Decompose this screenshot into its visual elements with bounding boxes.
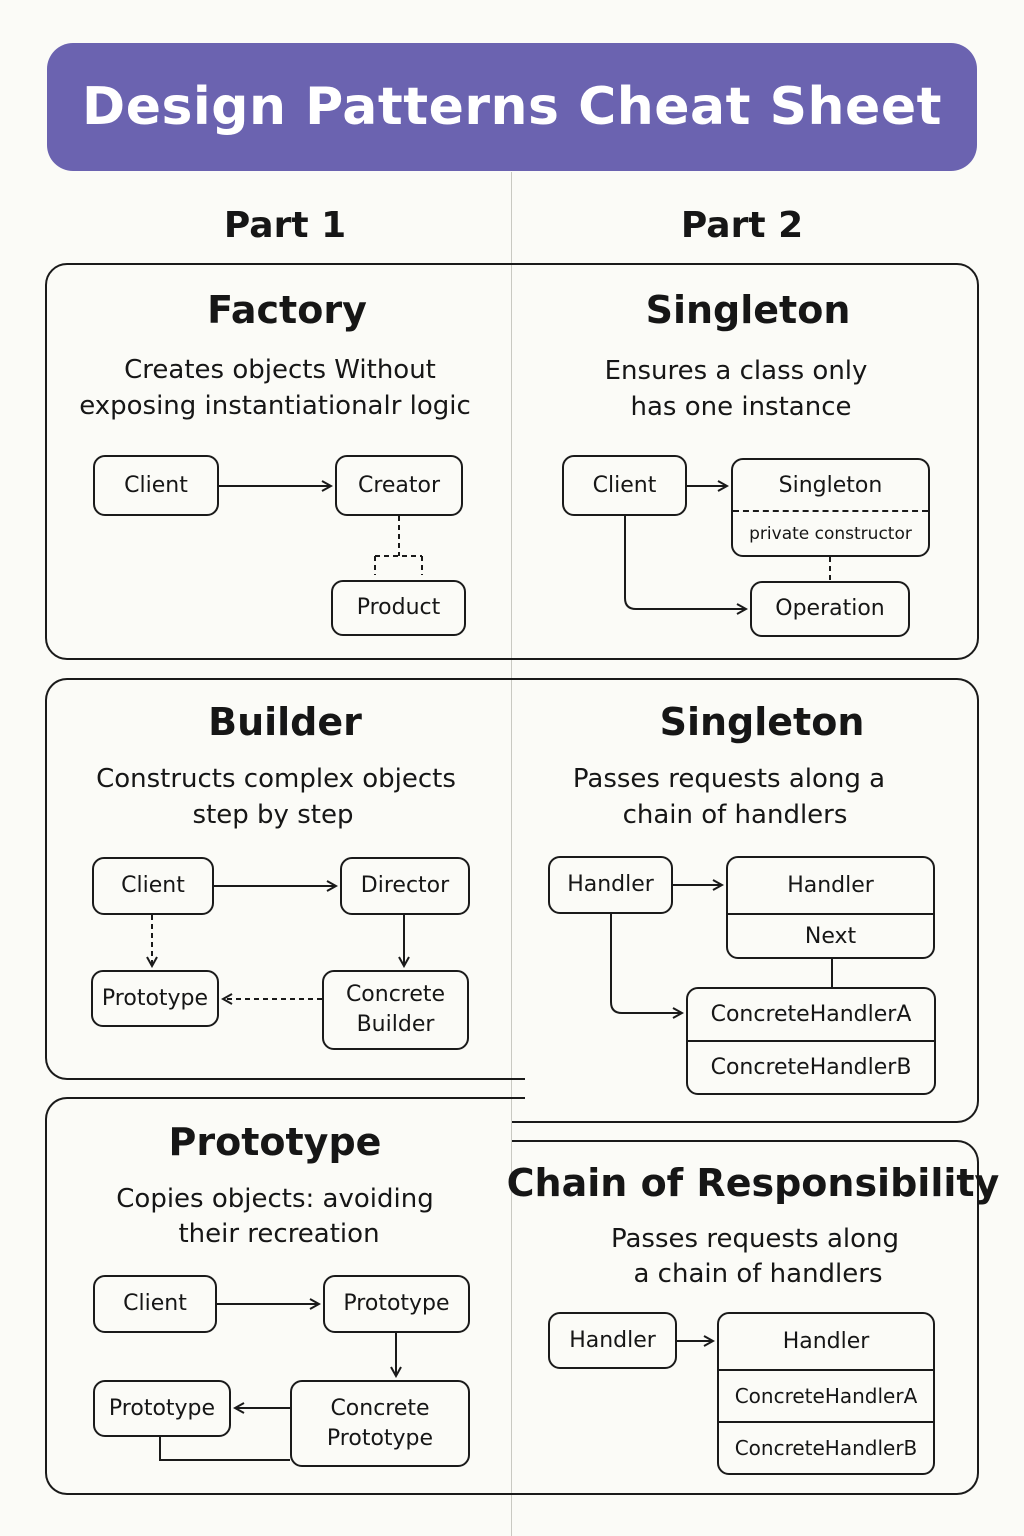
singleton-chain-handler-name: Handler (728, 858, 933, 915)
prototype-top-node: Prototype (323, 1275, 470, 1333)
chain-handler-box: Handler ConcreteHandlerA ConcreteHandler… (717, 1312, 935, 1475)
builder-desc-line2: step by step (192, 800, 354, 830)
singleton-chain-card (512, 678, 979, 1123)
factory-product-node: Product (331, 580, 466, 636)
chain-desc-line1: Passes requests along (610, 1224, 900, 1254)
singleton-chain-concrete-b: ConcreteHandlerB (710, 1055, 912, 1080)
singleton-chain-next: Next (804, 923, 857, 949)
builder-card-edge (520, 678, 525, 680)
singleton-title: Singleton (645, 288, 851, 332)
builder-prototype-node: Prototype (91, 970, 219, 1027)
top-row-card (45, 263, 979, 660)
singleton-chain-handler-box: Handler Next (726, 856, 935, 959)
singleton-chain-title: Singleton (659, 700, 865, 744)
singleton-desc-line1: Ensures a class only (604, 356, 868, 386)
prototype-card (45, 1097, 525, 1495)
chain-concrete-a: ConcreteHandlerA (719, 1371, 933, 1423)
singleton-class-name: Singleton (733, 460, 928, 512)
builder-concrete-line1: Concrete (345, 982, 446, 1007)
factory-desc-line2: exposing instantiationalr logic (79, 391, 471, 421)
column-divider (511, 172, 512, 1536)
factory-desc-line1: Creates objects Without (124, 355, 436, 385)
builder-concrete-line2: Builder (356, 1012, 435, 1037)
singleton-client-node: Client (562, 455, 687, 516)
factory-title: Factory (207, 288, 367, 332)
builder-card (45, 678, 525, 1080)
chain-title: Chain of Responsibility (506, 1161, 1000, 1205)
builder-client-node: Client (92, 857, 214, 915)
singleton-private-constructor: private constructor (749, 524, 912, 544)
prototype-concrete-node: Concrete Prototype (290, 1380, 470, 1467)
chain-concrete-b: ConcreteHandlerB (734, 1436, 918, 1460)
page-title: Design Patterns Cheat Sheet (82, 77, 942, 137)
header-banner (47, 43, 977, 171)
singleton-operation-node: Operation (750, 581, 910, 637)
prototype-title: Prototype (168, 1120, 382, 1164)
singleton-chain-concrete-a: ConcreteHandlerA (688, 989, 934, 1042)
builder-desc-line1: Constructs complex objects (96, 764, 456, 794)
singleton-chain-concrete-box: ConcreteHandlerA ConcreteHandlerB (686, 987, 936, 1095)
builder-concrete-builder-node: Concrete Builder (322, 970, 469, 1050)
chain-handler-left-node: Handler (548, 1312, 677, 1369)
chain-card (512, 1140, 979, 1495)
prototype-left-node: Prototype (93, 1380, 231, 1437)
factory-creator-node: Creator (335, 455, 463, 516)
singleton-desc-line2: has one instance (630, 392, 852, 422)
prototype-concrete-line1: Concrete (330, 1395, 430, 1421)
singleton-chain-handler-left-node: Handler (548, 856, 673, 914)
prototype-concrete-line2: Prototype (326, 1425, 434, 1451)
builder-title: Builder (208, 700, 362, 744)
singleton-chain-desc-line1: Passes requests along a (572, 764, 886, 794)
chain-desc-line2: a chain of handlers (633, 1259, 883, 1289)
factory-client-node: Client (93, 455, 219, 516)
chain-handler-name: Handler (719, 1314, 933, 1371)
singleton-chain-desc-line2: chain of handlers (622, 800, 848, 830)
singleton-class-box: Singleton private constructor (731, 458, 930, 557)
prototype-desc-line2: their recreation (178, 1219, 380, 1249)
prototype-client-node: Client (93, 1275, 217, 1333)
part-2-label: Part 2 (680, 205, 804, 246)
part-1-label: Part 1 (223, 205, 347, 246)
builder-director-node: Director (340, 857, 470, 915)
prototype-desc-line1: Copies objects: avoiding (116, 1184, 434, 1214)
